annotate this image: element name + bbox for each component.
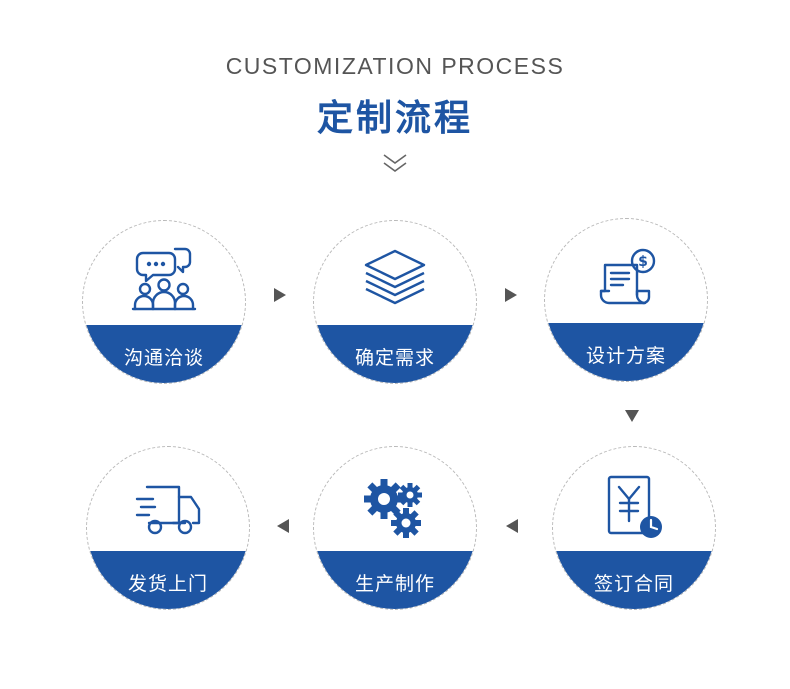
step-label: 签订合同 <box>593 573 674 595</box>
svg-text:$: $ <box>638 254 648 270</box>
arrow-left-icon <box>506 519 518 533</box>
section-title: 定制流程 <box>316 98 473 139</box>
step-contract: 签订合同 <box>552 446 716 610</box>
step-design-plan: $ 设计方案 <box>544 218 708 382</box>
chevron-down-icon <box>383 154 407 172</box>
step-communication: 沟通洽谈 <box>82 220 246 384</box>
step-band <box>314 551 476 609</box>
step-band <box>83 325 245 383</box>
step-label: 设计方案 <box>585 345 666 367</box>
step-label: 发货上门 <box>127 573 208 595</box>
chat-group-icon <box>131 247 197 311</box>
step-band <box>553 551 715 609</box>
step-production: 生产制作 <box>313 446 477 610</box>
step-label: 沟通洽谈 <box>123 347 204 369</box>
arrow-right-icon <box>274 288 286 302</box>
step-label: 确定需求 <box>354 347 435 369</box>
delivery-truck-icon <box>135 485 201 535</box>
step-band <box>545 323 707 381</box>
step-band <box>314 325 476 383</box>
arrow-down-icon <box>625 410 639 422</box>
step-label: 生产制作 <box>354 573 435 595</box>
arrow-left-icon <box>277 519 289 533</box>
step-band <box>87 551 249 609</box>
section-eyebrow: CUSTOMIZATION PROCESS <box>225 53 565 79</box>
step-requirements: 确定需求 <box>313 220 477 384</box>
step-delivery: 发货上门 <box>86 446 250 610</box>
invoice-dollar-icon: $ <box>599 248 656 305</box>
gears-icon <box>364 479 422 538</box>
yen-document-icon <box>607 475 662 538</box>
arrow-right-icon <box>505 288 517 302</box>
layers-icon <box>364 249 426 305</box>
